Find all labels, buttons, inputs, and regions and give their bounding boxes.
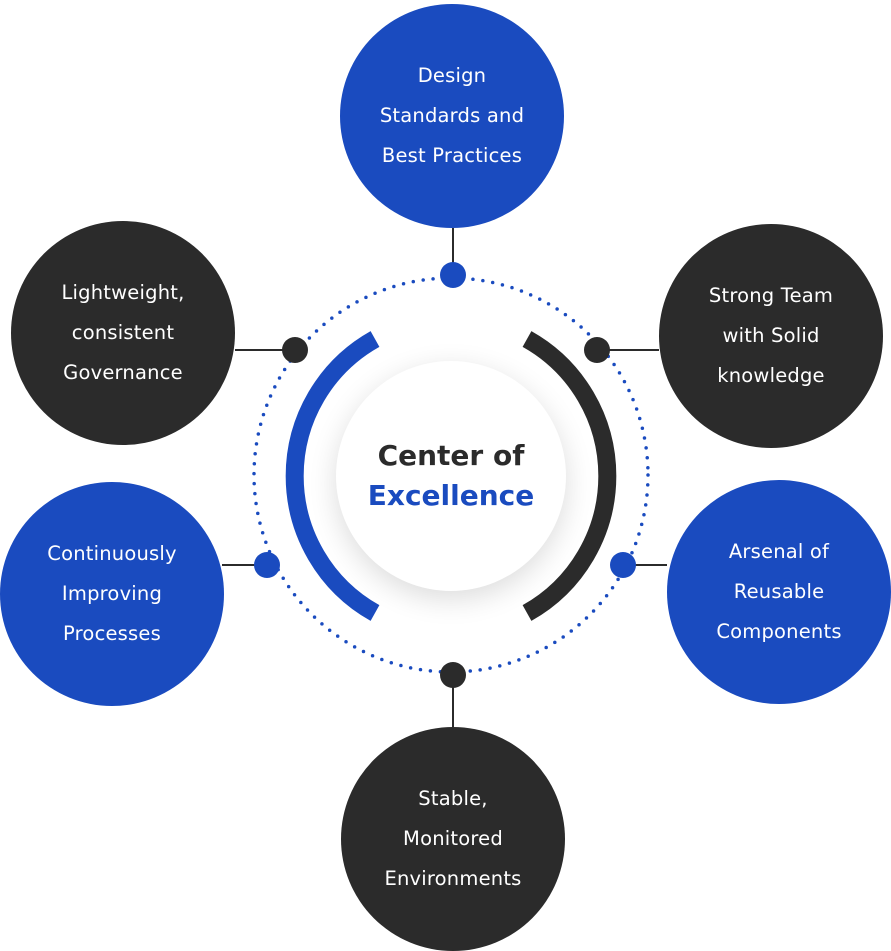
node-governance: Lightweight, consistent Governance [11,221,235,445]
dot-lower-right [610,552,636,578]
node-label-line: Design [417,64,487,87]
node-label-line: Strong Team [708,284,834,307]
node-label-line: Best Practices [381,144,523,167]
node-label-line: Reusable [733,580,825,603]
node-label-line: Improving [61,582,163,605]
node-stable-environments: Stable, Monitored Environments [341,727,565,951]
node-label-line: Governance [63,361,183,384]
node-label-line: consistent [71,321,175,344]
node-label-line: Processes [63,622,161,645]
dot-bottom [440,662,466,688]
node-label-line: Stable, [418,787,488,810]
center-title-line-2: Excellence [367,479,535,512]
dark-arc [522,331,617,621]
node-label-line: Arsenal of [728,540,830,563]
node-improving-processes: Continuously Improving Processes [0,482,224,706]
node-label-line: Lightweight, [61,281,185,304]
node-label-line: Monitored [403,827,503,850]
node-strong-team: Strong Team with Solid knowledge [659,224,883,448]
dot-lower-left [254,552,280,578]
node-reusable-components: Arsenal of Reusable Components [667,480,891,704]
dot-top [440,262,466,288]
node-label-line: knowledge [717,364,825,387]
center-circle: Center of Excellence [336,361,566,591]
center-title-line-1: Center of [377,439,525,472]
dot-upper-right [584,337,610,363]
node-label-line: Components [716,620,842,643]
dot-upper-left [282,337,308,363]
node-label-line: Continuously [47,542,177,565]
node-label-line: Standards and [379,104,525,127]
node-label-line: Environments [384,867,522,890]
node-label-line: with Solid [722,324,820,347]
blue-arc [285,331,380,621]
node-design-standards: Design Standards and Best Practices [340,4,564,228]
